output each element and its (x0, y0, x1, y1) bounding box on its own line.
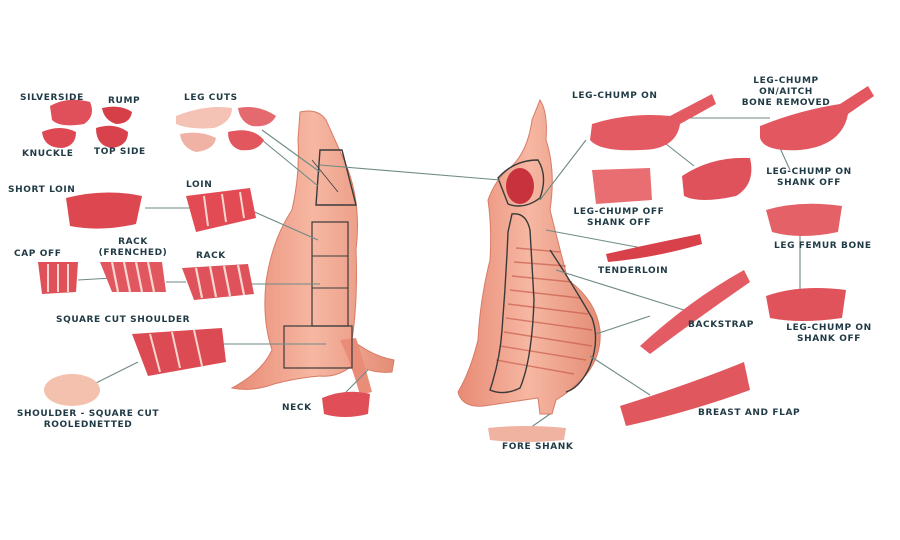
leg-chump-shank-off-cut-2 (766, 288, 846, 321)
loin-cut (186, 188, 256, 232)
leg-chump-off-cut (592, 168, 652, 204)
label-leg-chump-on: LEG-CHUMP ON (572, 91, 658, 101)
leader-lines (77, 117, 801, 429)
label-top-side: TOP SIDE (94, 147, 146, 157)
neck-cut (322, 391, 370, 417)
cut-pieces-right (488, 86, 874, 442)
top-side-cut (96, 125, 128, 148)
label-backstrap: BACKSTRAP (688, 320, 754, 330)
label-neck: NECK (282, 403, 312, 413)
label-rump: RUMP (108, 96, 141, 106)
label-square-cut-shoulder: SQUARE CUT SHOULDER (56, 315, 191, 325)
leg-chump-on-cut (590, 94, 716, 151)
label-rack: RACK (196, 251, 226, 261)
label-tenderloin: TENDERLOIN (598, 266, 669, 276)
label-leg-cuts: LEG CUTS (184, 93, 238, 103)
leg-chump-shank-off-cut-1 (682, 157, 752, 200)
rump-cut (102, 106, 132, 124)
label-breast-and-flap: BREAST AND FLAP (698, 408, 801, 418)
rack-frenched-cut (100, 262, 166, 292)
label-short-loin: SHORT LOIN (8, 185, 76, 195)
cut-pieces-left (38, 99, 370, 417)
leg-cut-4 (228, 130, 264, 151)
label-loin: LOIN (186, 180, 213, 190)
leg-cut-3 (180, 132, 216, 152)
leg-cut-2 (238, 107, 276, 127)
leg-femur-bone-cut (766, 203, 842, 236)
label-silverside: SILVERSIDE (20, 93, 84, 103)
label-rack-frenched: RACK(FRENCHED) (98, 237, 168, 258)
leg-chump-aitch-cut (760, 86, 874, 151)
shoulder-rolled-cut (44, 374, 100, 406)
breast-and-flap-cut (620, 362, 750, 426)
knuckle-cut (42, 128, 76, 148)
tenderloin-cut (606, 234, 702, 262)
label-leg-femur-bone: LEG FEMUR BONE (774, 241, 872, 251)
label-fore-shank: FORE SHANK (502, 442, 574, 452)
backstrap-cut (640, 270, 750, 354)
fore-shank-cut (488, 426, 566, 442)
silverside-cut (50, 99, 92, 126)
right-carcass (457, 98, 601, 415)
left-carcass (230, 110, 395, 395)
square-cut-shoulder-cut (132, 328, 226, 376)
label-knuckle: KNUCKLE (22, 149, 74, 159)
leg-cut-1 (176, 107, 232, 129)
short-loin-cut (66, 192, 142, 229)
label-cap-off: CAP OFF (14, 249, 62, 259)
